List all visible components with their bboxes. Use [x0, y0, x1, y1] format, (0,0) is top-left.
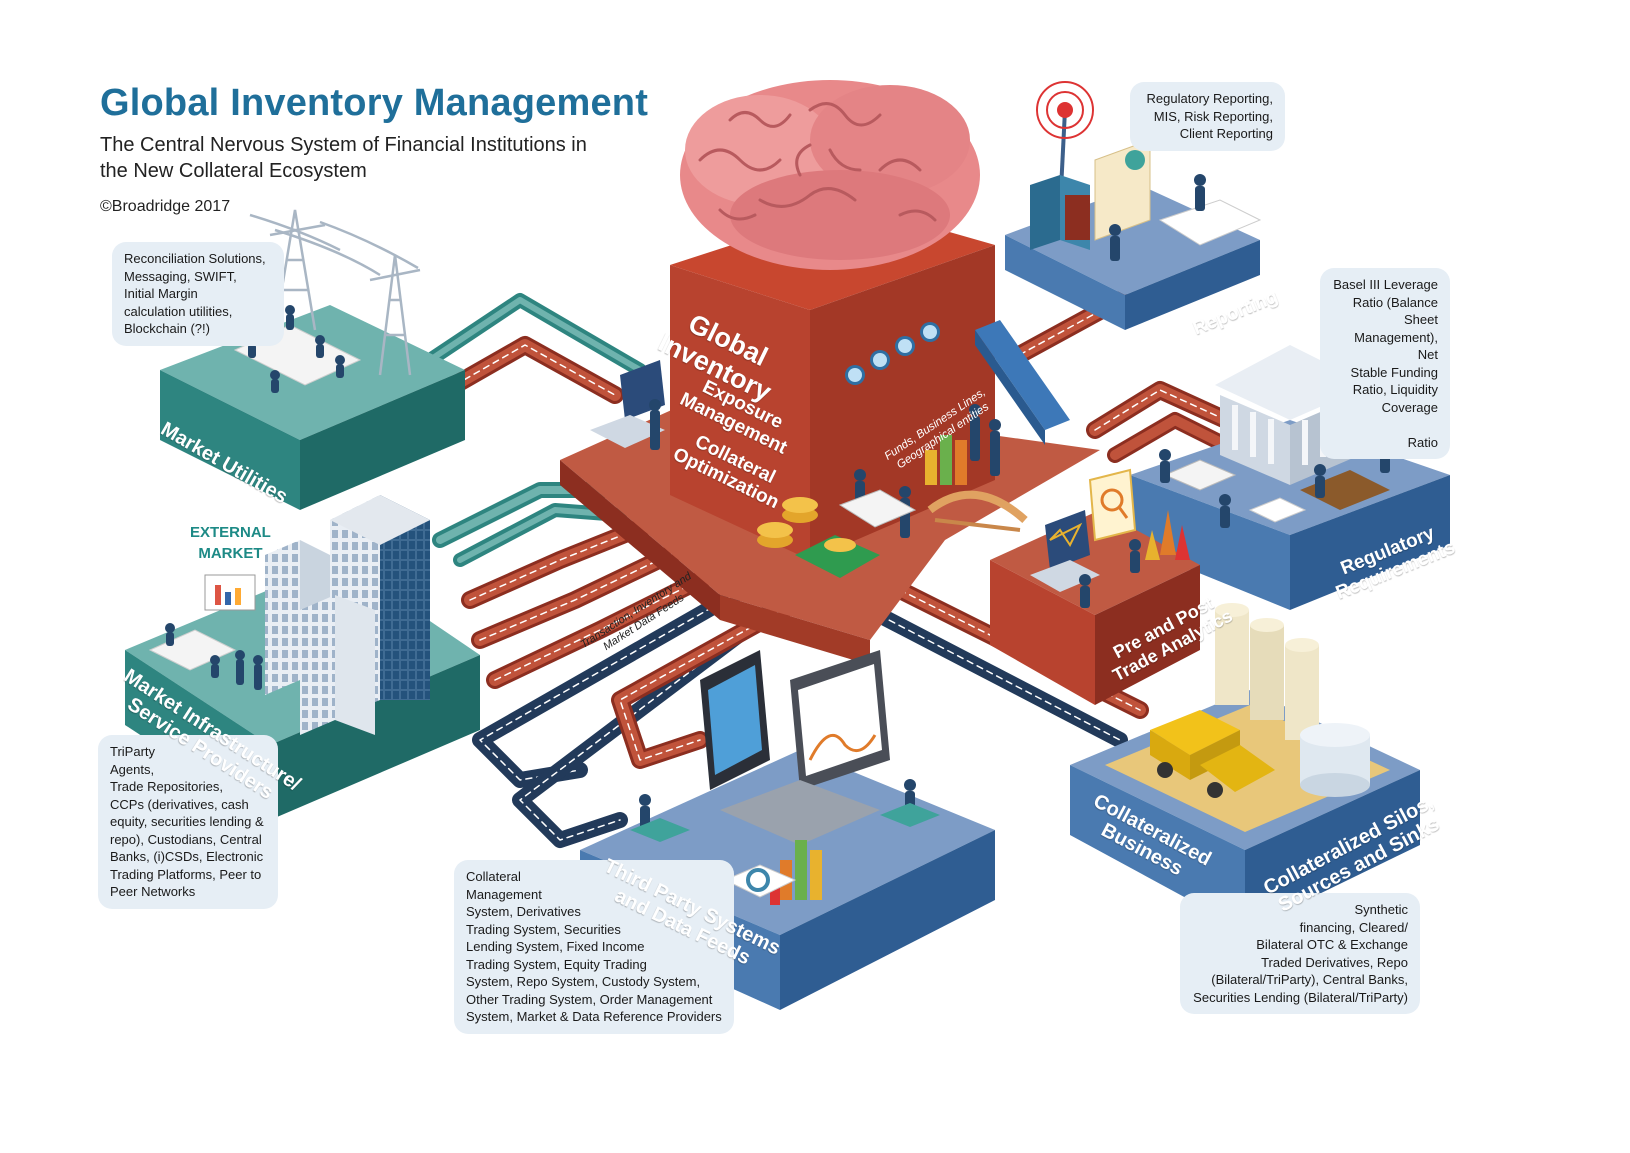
collateralized-platform — [1070, 603, 1420, 930]
third-party-note: Collateral Management System, Derivative… — [454, 860, 734, 1034]
page-subtitle: The Central Nervous System of Financial … — [100, 134, 587, 182]
collateralized-note: Synthetic financing, Cleared/ Bilateral … — [1180, 893, 1420, 1014]
reporting-platform — [1005, 81, 1262, 330]
market-infrastructure-note: TriParty Agents, Trade Repositories, CCP… — [98, 735, 278, 909]
bar-chart-icon — [925, 435, 967, 485]
market-utilities-note: Reconciliation Solutions, Messaging, SWI… — [112, 242, 284, 346]
global-inventory-hub — [560, 80, 1100, 665]
market-utilities-platform — [160, 209, 465, 510]
copyright-text: ©Broadridge 2017 — [100, 198, 231, 215]
laptop-icon — [590, 360, 665, 450]
page-title: Global Inventory Management — [100, 82, 649, 124]
harvester-icon — [1150, 710, 1275, 798]
reporting-note: Regulatory Reporting, MIS, Risk Reportin… — [1130, 82, 1285, 151]
analytics-platform — [990, 468, 1200, 705]
silo-icons — [1215, 603, 1319, 740]
regulatory-note: Basel III Leverage Ratio (Balance Sheet … — [1320, 268, 1450, 459]
external-market-label: EXTERNAL MARKET — [190, 524, 271, 562]
coins-icon — [757, 497, 880, 578]
clock-icons — [845, 322, 940, 385]
